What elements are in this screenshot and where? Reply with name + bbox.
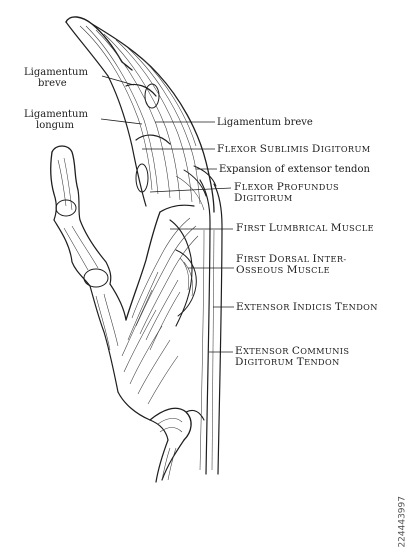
label-ligamentum-longum: Ligamentum longum bbox=[24, 109, 91, 131]
label-ligamentum-breve-left: Ligamentum breve bbox=[24, 67, 91, 89]
label-flexor-sublimis: FLEXOR SUBLIMIS DIGITORUM bbox=[217, 143, 371, 155]
label-first-dorsal-interosseous: FIRST DORSAL INTER- OSSEOUS MUSCLE bbox=[236, 253, 350, 276]
label-first-lumbrical: FIRST LUMBRICAL MUSCLE bbox=[236, 222, 374, 234]
label-flexor-profundus-line2: DIGITORUM bbox=[234, 192, 293, 204]
label-extensor-communis-line2: DIGITORUM TENDON bbox=[235, 356, 340, 368]
label-expansion-extensor: Expansion of extensor tendon bbox=[219, 164, 370, 175]
label-extensor-communis: EXTENSOR COMMUNIS DIGITORUM TENDON bbox=[235, 345, 352, 368]
leader-lines bbox=[100, 75, 234, 353]
wrist-bones bbox=[149, 407, 205, 483]
label-ligamentum-longum-line1: Ligamentum bbox=[24, 109, 89, 120]
extensor-tendons bbox=[175, 165, 223, 475]
label-flexor-profundus-line1: FLEXOR PROFUNDUS bbox=[234, 181, 339, 193]
label-first-dorsal-interosseous-line2: OSSEOUS MUSCLE bbox=[236, 264, 330, 276]
label-ligamentum-breve-left-line1: Ligamentum bbox=[24, 67, 89, 78]
label-extensor-indicis: EXTENSOR INDICIS TENDON bbox=[236, 301, 378, 313]
label-ligamentum-longum-line2: longum bbox=[36, 120, 75, 131]
thumb bbox=[50, 145, 127, 393]
watermark-id: 224443997 bbox=[398, 496, 408, 548]
label-ligamentum-breve-left-line2: breve bbox=[38, 78, 67, 89]
palm-muscles bbox=[117, 204, 199, 441]
label-extensor-communis-line1: EXTENSOR COMMUNIS bbox=[235, 345, 349, 357]
label-ligamentum-breve-right: Ligamentum breve bbox=[217, 117, 313, 128]
label-first-dorsal-interosseous-line1: FIRST DORSAL INTER- bbox=[236, 253, 347, 265]
index-finger bbox=[65, 16, 215, 213]
anatomy-figure: Ligamentum breve Ligamentum longum Ligam… bbox=[24, 16, 408, 548]
label-flexor-profundus: FLEXOR PROFUNDUS DIGITORUM bbox=[234, 181, 342, 204]
hand-illustration: Ligamentum breve Ligamentum longum Ligam… bbox=[24, 16, 378, 483]
